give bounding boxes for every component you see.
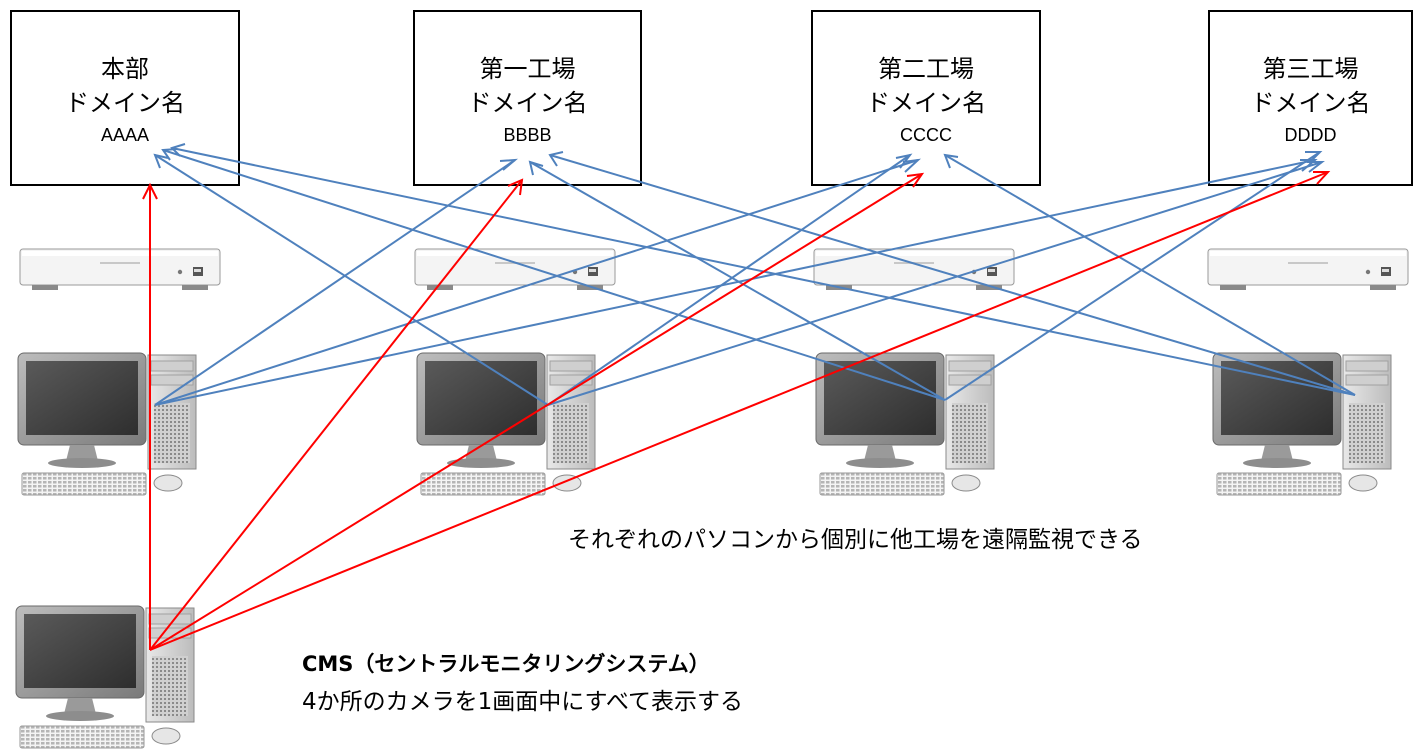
link-line — [549, 154, 1356, 396]
domain-box-factory-2: 第二工場 ドメイン名 CCCC — [811, 10, 1041, 186]
domain-name-value: DDDD — [1284, 125, 1337, 145]
cms-link-line — [149, 173, 923, 651]
link-line — [154, 159, 516, 406]
computer-icon — [1212, 352, 1392, 496]
recorder-icon — [414, 248, 616, 291]
arrowhead — [548, 151, 564, 167]
link-line — [154, 159, 1316, 406]
arrowhead — [528, 160, 544, 176]
link-line — [547, 161, 1323, 406]
domain-label: ドメイン名 — [467, 89, 588, 117]
arrowhead — [142, 182, 158, 200]
arrowhead — [902, 158, 922, 173]
link-line — [944, 151, 1321, 401]
link-line — [162, 149, 946, 401]
domain-label: ドメイン名 — [1250, 89, 1371, 117]
recorder-icon — [1207, 248, 1409, 291]
cms-link-line — [149, 179, 523, 651]
computer-icon — [815, 352, 995, 496]
domain-site-name: 第一工場 — [479, 55, 576, 83]
arrowhead — [1305, 151, 1323, 164]
arrowhead — [943, 153, 959, 169]
link-line — [154, 154, 549, 406]
recorder-icon — [19, 248, 221, 291]
link-line — [154, 159, 919, 406]
domain-label: ドメイン名 — [65, 89, 185, 117]
arrowhead — [153, 153, 169, 169]
arrowhead — [507, 178, 524, 196]
computer-icon — [17, 352, 197, 496]
domain-name-value: BBBB — [503, 125, 552, 145]
cms-title: CMS（セントラルモニタリングシステム） — [302, 652, 710, 676]
arrowhead — [1313, 171, 1331, 185]
domain-name-value: CCCC — [900, 125, 952, 145]
cms-link-line — [149, 171, 1329, 651]
link-line — [547, 154, 911, 406]
computer-icon — [416, 352, 596, 496]
arrowhead — [1307, 161, 1325, 173]
domain-site-name: 第三工場 — [1262, 55, 1359, 83]
arrowhead — [906, 172, 925, 188]
domain-site-name: 本部 — [101, 55, 149, 83]
domain-box-factory-1: 第一工場 ドメイン名 BBBB — [413, 10, 642, 186]
arrowhead — [895, 153, 913, 169]
link-line — [944, 154, 1356, 396]
domain-box-factory-3: 第三工場 ドメイン名 DDDD — [1208, 10, 1413, 186]
cms-description: 4か所のカメラを1画面中にすべて表示する — [302, 689, 743, 715]
domain-label: ドメイン名 — [866, 89, 986, 117]
domain-box-honbu: 本部 ドメイン名 AAAA — [10, 10, 240, 186]
link-line — [529, 161, 946, 401]
domain-site-name: 第二工場 — [878, 55, 974, 83]
arrowhead — [499, 158, 519, 171]
arrowhead — [170, 143, 186, 157]
domain-name-value: AAAA — [100, 125, 150, 145]
arrowhead — [1300, 159, 1318, 172]
remote-monitoring-note: それぞれのパソコンから個別に他工場を遠隔監視できる — [568, 527, 1143, 553]
